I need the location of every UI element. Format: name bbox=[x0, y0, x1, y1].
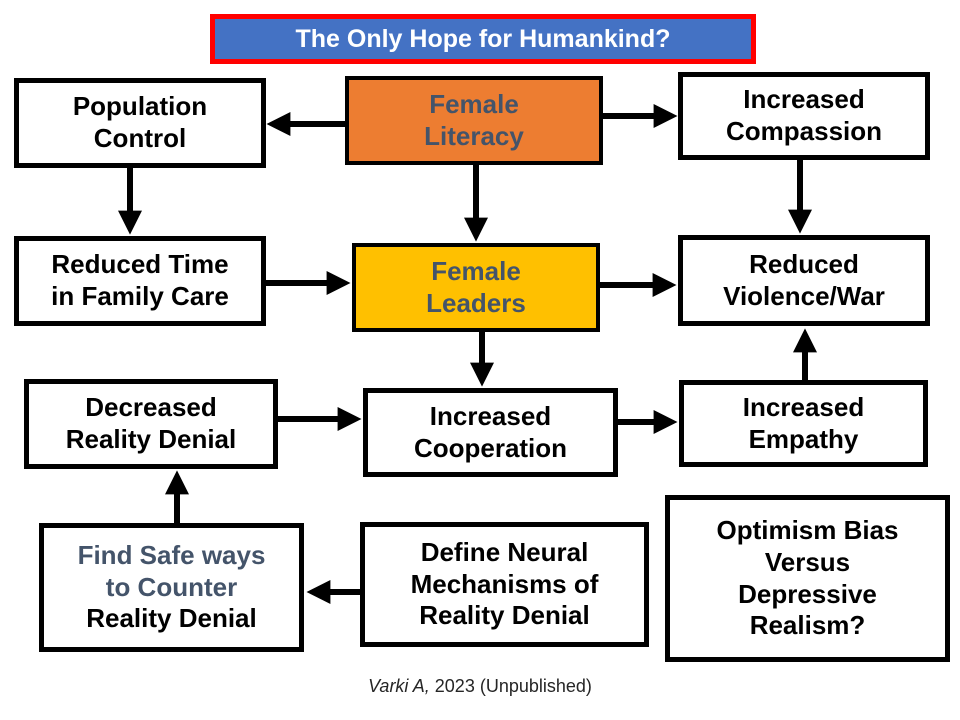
node-label: Population Control bbox=[72, 91, 208, 153]
node-label-primary: Find Safe ways to Counter bbox=[77, 539, 266, 602]
node-female-literacy: Female Literacy bbox=[345, 76, 603, 165]
node-decreased-reality-denial: Decreased Reality Denial bbox=[24, 379, 278, 469]
citation: Varki A, 2023 (Unpublished) bbox=[0, 676, 960, 697]
node-label: Female Literacy bbox=[424, 88, 524, 151]
node-increased-empathy: Increased Empathy bbox=[679, 380, 928, 467]
node-label: Decreased Reality Denial bbox=[65, 392, 237, 454]
node-find-safe-ways: Find Safe ways to Counter Reality Denial bbox=[39, 523, 304, 652]
node-label: Increased Empathy bbox=[742, 391, 865, 454]
node-reduced-time-family-care: Reduced Time in Family Care bbox=[14, 236, 266, 326]
node-label: Optimism Bias Versus Depressive Realism? bbox=[716, 515, 899, 641]
node-optimism-bias: Optimism Bias Versus Depressive Realism? bbox=[665, 495, 950, 662]
title-banner: The Only Hope for Humankind? bbox=[210, 14, 756, 64]
node-define-neural-mechanisms: Define Neural Mechanisms of Reality Deni… bbox=[360, 522, 649, 647]
node-label: Increased Cooperation bbox=[413, 400, 568, 463]
node-label: Reduced Violence/War bbox=[723, 248, 885, 311]
node-population-control: Population Control bbox=[14, 78, 266, 168]
node-female-leaders: Female Leaders bbox=[352, 243, 600, 332]
node-label: Female Leaders bbox=[426, 255, 526, 318]
node-label: Define Neural Mechanisms of Reality Deni… bbox=[410, 536, 599, 631]
node-label: Reduced Time in Family Care bbox=[51, 249, 229, 311]
citation-year: 2023 (Unpublished) bbox=[429, 676, 592, 696]
node-reduced-violence-war: Reduced Violence/War bbox=[678, 235, 930, 326]
page-title: The Only Hope for Humankind? bbox=[295, 24, 671, 53]
node-increased-compassion: Increased Compassion bbox=[678, 72, 930, 160]
citation-author: Varki A, bbox=[368, 676, 430, 696]
node-label-secondary: Reality Denial bbox=[86, 603, 257, 634]
node-label: Increased Compassion bbox=[725, 84, 883, 146]
node-increased-cooperation: Increased Cooperation bbox=[363, 388, 618, 477]
